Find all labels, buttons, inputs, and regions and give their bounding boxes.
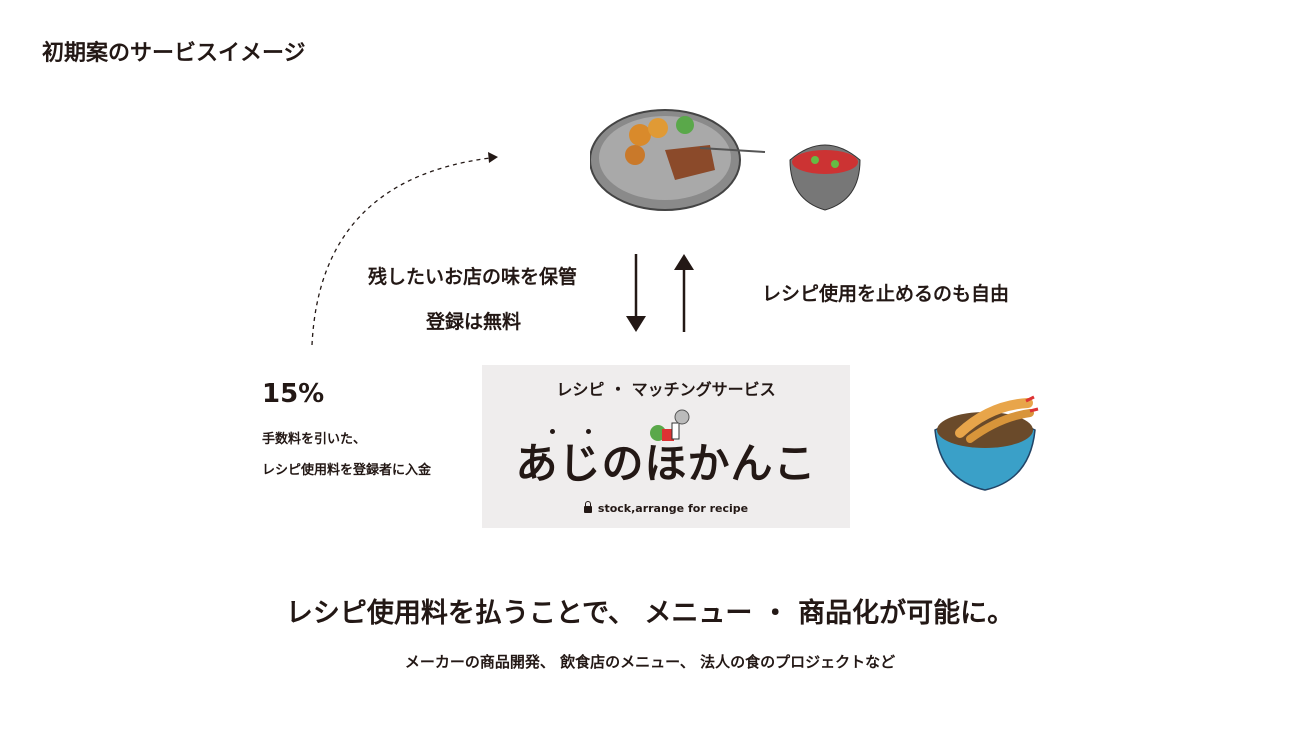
stop-usage-label: レシピ使用を止めるのも自由	[762, 283, 1010, 305]
fee-description-line1: 手数料を引いた、	[262, 432, 367, 447]
headline: レシピ使用料を払うことで、 メニュー ・ 商品化が可能に。	[285, 598, 1015, 629]
emphasis-dot	[586, 429, 591, 434]
use-cases-subline: メーカーの商品開発、 飲食店のメニュー、 法人の食のプロジェクトなど	[404, 653, 896, 671]
free-registration-label: 登録は無料	[426, 311, 522, 333]
up-arrow-icon	[674, 254, 694, 332]
service-logo-card: レシピ ・ マッチングサービス あじのほかんこ stock,arrange fo…	[482, 365, 850, 528]
logo-name: あじのほかんこ	[515, 439, 817, 488]
down-up-arrows	[626, 254, 694, 332]
lock-icon	[583, 501, 592, 513]
dashed-curved-arrow	[311, 152, 498, 346]
page-title: 初期案のサービスイメージ	[42, 41, 306, 66]
food-plate-illustration	[590, 109, 861, 211]
logo-subtitle: レシピ ・ マッチングサービス	[556, 380, 776, 399]
vegetables-icon	[650, 409, 690, 441]
store-taste-label: 残したいお店の味を保管	[368, 266, 578, 288]
tempura-bowl-illustration	[934, 395, 1039, 491]
fee-description-line2: レシピ使用料を登録者に入金	[262, 463, 432, 478]
fee-percent: 15%	[262, 379, 325, 409]
emphasis-dot	[550, 429, 555, 434]
logo-tagline: stock,arrange for recipe	[597, 502, 749, 515]
down-arrow-icon	[626, 254, 646, 332]
